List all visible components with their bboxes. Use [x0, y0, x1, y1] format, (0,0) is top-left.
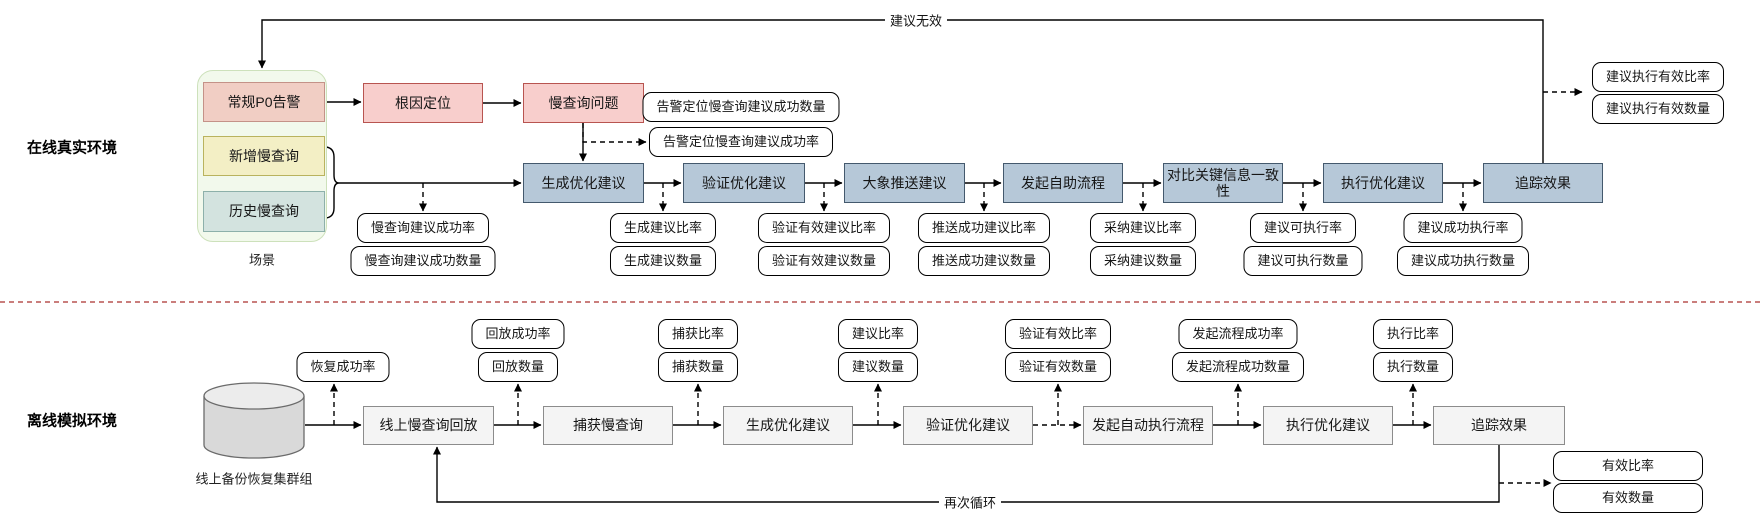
node-root-cause: 根因定位 [363, 83, 483, 123]
metric-exec-count: 执行数量 [1372, 352, 1454, 382]
node-push-suggestion: 大象推送建议 [844, 163, 965, 203]
node-execute-suggestion: 执行优化建议 [1323, 163, 1443, 203]
edge-suggestion-invalid-loop-label: 建议无效 [884, 10, 948, 30]
metric-generate-count: 生成建议数量 [609, 246, 717, 276]
metric-suggest-count: 建议数量 [837, 352, 919, 382]
node-slow-query-problem: 慢查询问题 [523, 83, 644, 123]
node-track-effect: 追踪效果 [1483, 163, 1603, 203]
edge-repeat-loop-label: 再次循环 [938, 492, 1002, 512]
node-offline-generate: 生成优化建议 [723, 406, 853, 445]
node-verify-suggestion: 验证优化建议 [683, 163, 805, 203]
metric-capture-count: 捕获数量 [657, 352, 739, 382]
node-history-slow-query: 历史慢查询 [203, 191, 325, 232]
metric-flow-success-count: 发起流程成功数量 [1171, 352, 1305, 382]
metric-effective-rate: 有效比率 [1553, 451, 1703, 481]
metric-exec-success-count: 建议成功执行数量 [1396, 246, 1530, 276]
metric-exec-valid-count: 建议执行有效数量 [1591, 94, 1725, 124]
section-label-offline: 离线模拟环境 [26, 412, 118, 430]
caption-backup-cluster: 线上备份恢复集群组 [195, 471, 313, 487]
metric-flow-success-rate: 发起流程成功率 [1178, 319, 1298, 349]
node-offline-execute: 执行优化建议 [1263, 406, 1393, 445]
node-offline-verify: 验证优化建议 [903, 406, 1033, 445]
metric-suggest-rate: 建议比率 [837, 319, 919, 349]
metric-executable-count: 建议可执行数量 [1243, 246, 1363, 276]
edge-problem-to-alarm-metrics [582, 123, 647, 146]
scene-merge-brace [325, 146, 340, 219]
database-cylinder-icon [203, 382, 305, 465]
metric-generate-rate: 生成建议比率 [609, 213, 717, 243]
metric-adopt-rate: 采纳建议比率 [1089, 213, 1197, 243]
metric-restore-rate: 恢复成功率 [296, 352, 390, 382]
node-self-service-flow: 发起自助流程 [1003, 163, 1123, 203]
metric-alarm-count: 告警定位慢查询建议成功数量 [642, 92, 840, 122]
node-new-slow-query: 新增慢查询 [203, 136, 325, 176]
node-auto-exec-flow: 发起自动执行流程 [1083, 406, 1213, 445]
metric-exec-success-rate: 建议成功执行率 [1403, 213, 1523, 243]
metric-verify-count: 验证有效建议数量 [757, 246, 891, 276]
metric-slowquery-count: 慢查询建议成功数量 [350, 246, 496, 276]
metric-valid-verify-count: 验证有效数量 [1004, 352, 1112, 382]
metric-replay-rate: 回放成功率 [471, 319, 565, 349]
caption-scene: 场景 [248, 252, 276, 268]
metric-verify-rate: 验证有效建议比率 [757, 213, 891, 243]
metric-replay-count: 回放数量 [477, 352, 559, 382]
metric-alarm-rate: 告警定位慢查询建议成功率 [648, 127, 834, 157]
metric-push-rate: 推送成功建议比率 [917, 213, 1051, 243]
metric-exec-rate: 执行比率 [1372, 319, 1454, 349]
section-label-online: 在线真实环境 [26, 139, 118, 157]
node-capture-slow-query: 捕获慢查询 [543, 406, 673, 445]
metric-push-count: 推送成功建议数量 [917, 246, 1051, 276]
node-generate-suggestion: 生成优化建议 [523, 163, 644, 203]
metric-exec-valid-rate: 建议执行有效比率 [1591, 62, 1725, 92]
metric-valid-verify-rate: 验证有效比率 [1004, 319, 1112, 349]
metric-slowquery-rate: 慢查询建议成功率 [356, 213, 490, 243]
node-replay-slow-query: 线上慢查询回放 [363, 406, 494, 445]
node-offline-track: 追踪效果 [1433, 406, 1565, 445]
metric-adopt-count: 采纳建议数量 [1089, 246, 1197, 276]
metric-effective-count: 有效数量 [1553, 483, 1703, 513]
metric-executable-rate: 建议可执行率 [1249, 213, 1357, 243]
node-p0-alert: 常规P0告警 [203, 82, 325, 122]
node-compare-consistency: 对比关键信息一致性 [1163, 163, 1283, 203]
metric-capture-rate: 捕获比率 [657, 319, 739, 349]
